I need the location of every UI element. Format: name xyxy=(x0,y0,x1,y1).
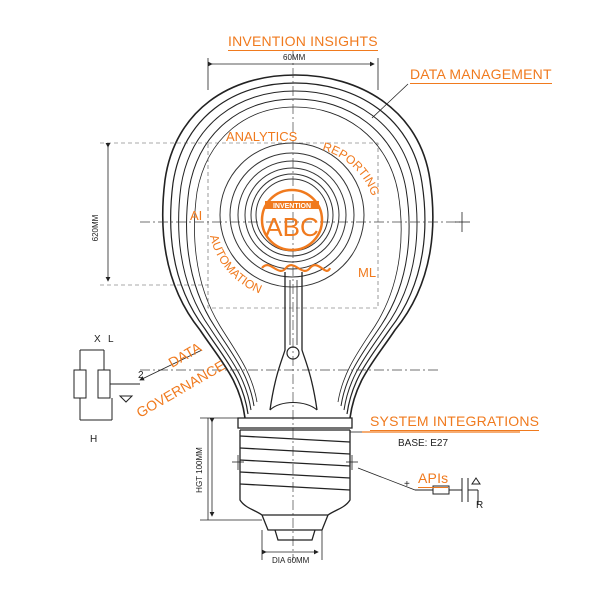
screw-base xyxy=(237,417,353,541)
schematic-h: H xyxy=(90,434,98,445)
logo-top-text: INVENTION xyxy=(273,203,311,210)
label-reporting: REPORTING xyxy=(321,139,382,197)
label-ml: ML xyxy=(358,265,377,280)
dim-width-top: 60MM xyxy=(283,53,306,62)
schematic-two: 2 xyxy=(138,370,144,381)
label-invention-insights: INVENTION INSIGHTS xyxy=(228,33,378,51)
label-analytics: ANALYTICS xyxy=(226,129,298,144)
label-apis: APIs xyxy=(418,470,449,488)
construction-lines xyxy=(100,142,379,309)
label-ai: AI xyxy=(190,208,203,223)
schematic-r: R xyxy=(476,500,484,511)
label-governance: GOVERNANCE xyxy=(134,357,228,421)
dim-base-dia: DIA 60MM xyxy=(272,556,310,565)
bulb-glass-outline xyxy=(161,74,434,419)
left-schematic xyxy=(73,349,140,421)
center-lines xyxy=(140,50,460,560)
filament-stem xyxy=(261,264,332,411)
dimension-lines xyxy=(105,58,470,560)
label-system-integrations: SYSTEM INTEGRATIONS xyxy=(370,413,540,431)
label-data: DATA xyxy=(166,339,205,371)
abc-logo: INVENTION ABC xyxy=(260,188,324,252)
schematic-l: L xyxy=(108,334,114,345)
dim-base-height: HGT 100MM xyxy=(195,447,204,493)
dim-height-side: 620MM xyxy=(91,214,100,241)
schematic-x: X xyxy=(94,334,101,345)
schematic-plus: + xyxy=(404,479,410,490)
logo-main-text: ABC xyxy=(265,212,318,242)
label-data-management: DATA MANAGEMENT xyxy=(410,66,552,84)
dim-base-type: BASE: E27 xyxy=(398,438,449,449)
right-schematic xyxy=(415,477,481,505)
